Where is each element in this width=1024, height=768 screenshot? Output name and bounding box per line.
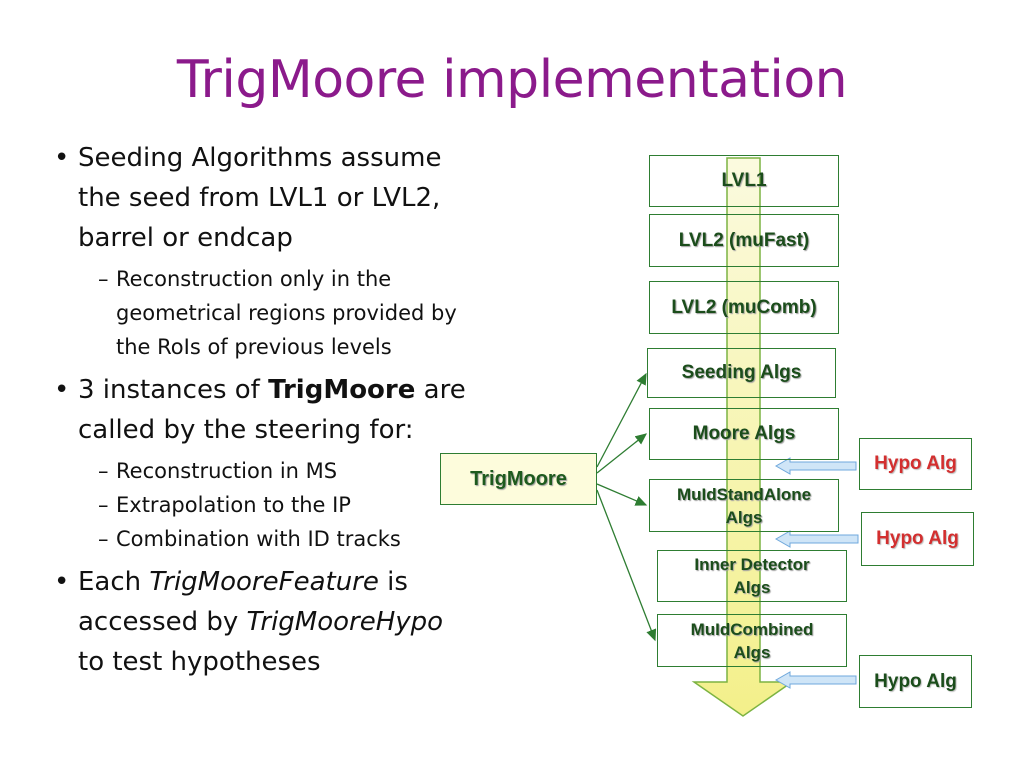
feed-arrow-3 (774, 671, 857, 689)
flow-down-arrow (691, 157, 795, 717)
sub-bullet-extrapolation: – Extrapolation to the IP (44, 488, 544, 522)
sub-bullet-combination: – Combination with ID tracks (44, 522, 544, 556)
box-inner-detector-algs: Inner Detector Algs (657, 550, 847, 602)
arrow-to-muidcombined (596, 489, 657, 642)
bullet-feature: • Each TrigMooreFeature is accessed by T… (44, 562, 544, 682)
bullet-text-line: barrel or endcap (78, 223, 293, 253)
bullet-instances: • 3 instances of TrigMoore are called by… (44, 370, 544, 450)
box-moore-algs: Moore Algs (649, 408, 839, 460)
bullet-text-line: Seeding Algorithms assume (78, 143, 442, 173)
sub-bullet-ms: – Reconstruction in MS (44, 454, 544, 488)
box-seeding-algs: Seeding Algs (647, 348, 836, 398)
sub-bullet-line: Reconstruction in MS (116, 459, 338, 483)
slide-title: TrigMoore implementation (176, 50, 848, 110)
box-label: Algs (733, 642, 771, 662)
arrow-to-seeding (596, 372, 647, 468)
bullet-dot: • (54, 143, 70, 173)
arrow-to-muidstandalone (596, 483, 648, 506)
sub-bullet-line: geometrical regions provided by (116, 301, 457, 325)
dash-marker: – (98, 493, 109, 517)
box-label: MuIdStandAlone (676, 484, 812, 504)
sub-bullet-line: Combination with ID tracks (116, 527, 401, 551)
bullet-text-line: to test hypotheses (78, 647, 321, 677)
box-lvl2-mufast: LVL2 (muFast) (649, 214, 839, 267)
sub-bullets-seeding: – Reconstruction only in the geometrical… (44, 262, 544, 364)
bullet-list: • Seeding Algorithms assume the seed fro… (44, 138, 544, 686)
bullet-text-line: Each TrigMooreFeature is (78, 562, 544, 602)
hypo-alg-box-3: Hypo Alg (859, 655, 972, 708)
box-lvl1: LVL1 (649, 155, 839, 207)
feed-arrow-2 (774, 530, 859, 548)
arrow-to-moore (596, 433, 648, 474)
box-lvl2-mucomb: LVL2 (muComb) (649, 281, 839, 334)
sub-bullet-reconstruction-rois: – Reconstruction only in the geometrical… (44, 262, 544, 364)
bullet-text-line: 3 instances of TrigMoore are (78, 370, 544, 410)
box-muidstandalone-algs: MuIdStandAlone Algs (649, 479, 839, 532)
box-muidcombined-algs: MuIdCombined Algs (657, 614, 847, 667)
trigmoore-box: TrigMoore (440, 453, 597, 505)
bullet-text-line: called by the steering for: (78, 415, 414, 445)
bullet-seeding: • Seeding Algorithms assume the seed fro… (44, 138, 544, 258)
text-run: is (378, 567, 408, 597)
trigmoore-bold: TrigMoore (268, 375, 416, 405)
box-label: Algs (725, 507, 763, 527)
hypo-alg-box-2: Hypo Alg (861, 512, 974, 566)
sub-bullet-line: Reconstruction only in the (116, 267, 392, 291)
hypo-feed-arrows (774, 457, 859, 689)
text-run: 3 instances of (78, 375, 269, 405)
sub-bullets-instances: – Reconstruction in MS – Extrapolation t… (44, 454, 544, 556)
dash-marker: – (98, 267, 109, 291)
bullet-text-line: accessed by TrigMooreHypo (78, 602, 544, 642)
bullet-text-line: the seed from LVL1 or LVL2, (78, 183, 441, 213)
sub-bullet-line: the RoIs of previous levels (116, 335, 392, 359)
trigmoorehypo-italic: TrigMooreHypo (246, 607, 444, 637)
bullet-dot: • (54, 567, 70, 597)
dash-marker: – (98, 459, 109, 483)
sub-bullet-line: Extrapolation to the IP (116, 493, 351, 517)
feed-arrow-1 (774, 457, 857, 475)
box-label: Algs (733, 578, 771, 597)
trigmoore-arrows (596, 372, 657, 642)
hypo-alg-box-1: Hypo Alg (859, 438, 972, 490)
text-run: accessed by (78, 607, 247, 637)
bullet-dot: • (54, 375, 70, 405)
box-label: Inner Detector (694, 555, 810, 574)
dash-marker: – (98, 527, 109, 551)
text-run: Each (78, 567, 150, 597)
trigmoorefeature-italic: TrigMooreFeature (149, 567, 379, 597)
box-label: MuIdCombined (690, 619, 814, 639)
text-run: are (415, 375, 466, 405)
